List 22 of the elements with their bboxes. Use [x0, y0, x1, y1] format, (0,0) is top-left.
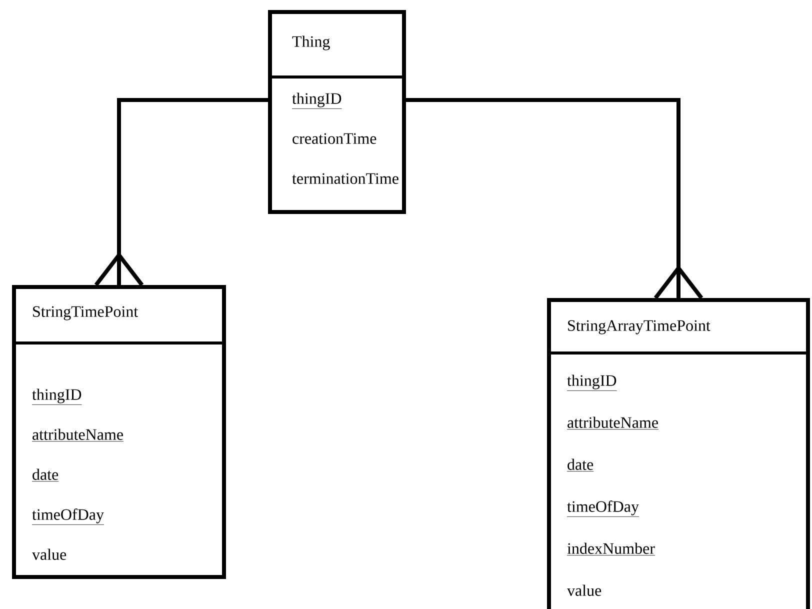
attribute: value: [567, 584, 602, 596]
entity-box: [547, 298, 810, 609]
entity-box: [12, 285, 226, 579]
key-attribute: date: [566, 458, 594, 472]
key-attribute: date: [32, 468, 59, 482]
key-attribute: thingID: [32, 388, 82, 405]
key-attribute: timeOfDay: [566, 500, 640, 517]
key-attribute: timeOfDay: [32, 508, 104, 525]
relationship-line: [404, 98, 704, 300]
attribute: creationTime: [292, 133, 376, 144]
key-attribute: thingID: [566, 374, 617, 391]
entity-name: StringTimePoint: [33, 306, 138, 320]
attribute: value: [32, 548, 66, 560]
entity-name: Thing: [292, 36, 330, 50]
attribute: terminationTime: [292, 173, 398, 184]
key-attribute: attributeName: [32, 428, 124, 442]
entity-name: StringArrayTimePoint: [568, 320, 710, 334]
key-attribute: indexNumber: [566, 542, 656, 556]
key-attribute: thingID: [292, 92, 342, 109]
entity-box: [268, 10, 406, 214]
relationship-line: [94, 98, 270, 287]
key-attribute: attributeName: [566, 416, 659, 430]
